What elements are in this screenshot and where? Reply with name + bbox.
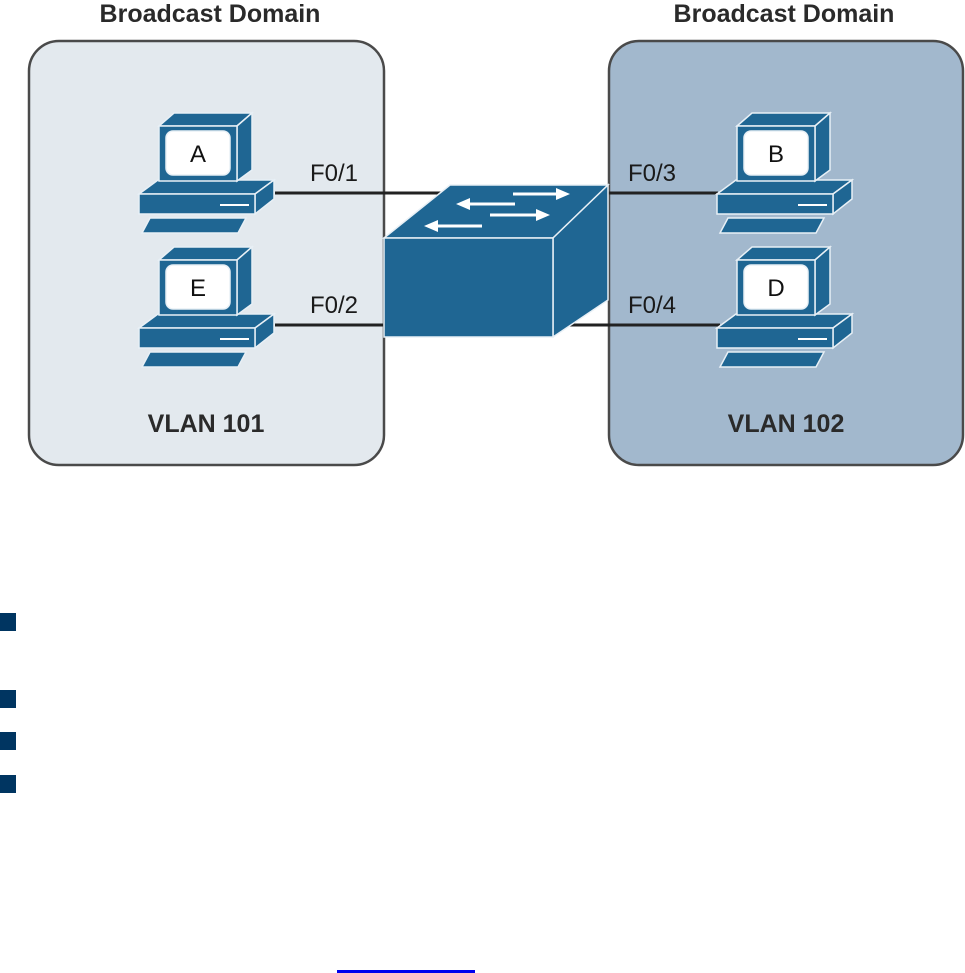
computer-icon-e[interactable]: E [136,245,277,368]
switch-arrows-icon [424,188,570,232]
bullet-marker [0,690,16,708]
computer-icon-d[interactable]: D [714,245,855,368]
vlan-diagram: Broadcast Domain Broadcast Domain F0/1 F… [27,0,965,467]
vlan-label-101: VLAN 101 [148,410,265,438]
bullet-marker [0,732,16,750]
switch-icon[interactable] [381,183,610,339]
computer-icon-b[interactable]: B [714,111,855,234]
computer-label-b: B [768,141,784,168]
port-label-f0-3: F0/3 [628,160,676,187]
computer-label-e: E [190,275,206,302]
broadcast-domain-title-right: Broadcast Domain [674,0,895,28]
port-label-f0-4: F0/4 [628,292,676,319]
computer-icon-a[interactable]: A [136,111,277,234]
vlan-label-102: VLAN 102 [728,410,845,438]
computer-label-a: A [190,141,206,168]
reference-link[interactable] [337,950,475,973]
bullet-marker [0,613,16,631]
port-label-f0-1: F0/1 [310,160,358,187]
screen [165,264,231,310]
screen [743,130,809,176]
screen [743,264,809,310]
screen [165,130,231,176]
bullet-marker [0,775,16,793]
computer-label-d: D [767,275,784,302]
port-label-f0-2: F0/2 [310,292,358,319]
broadcast-domain-title-left: Broadcast Domain [100,0,321,28]
